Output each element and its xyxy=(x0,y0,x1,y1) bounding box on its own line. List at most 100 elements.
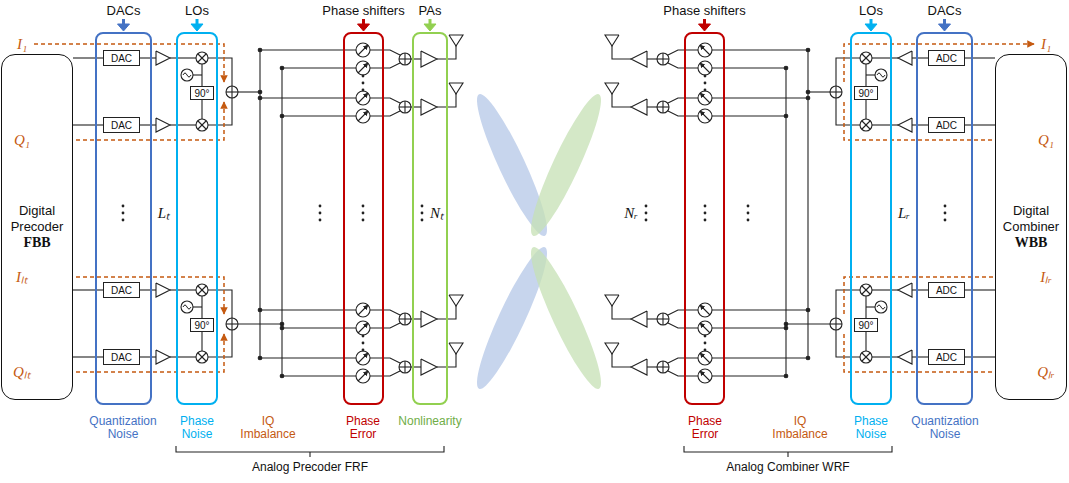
adder-symbol xyxy=(404,101,405,113)
phase-shifter-symbol xyxy=(358,45,368,55)
signal-name: I₁ xyxy=(17,36,27,52)
wire xyxy=(836,330,860,357)
wire xyxy=(912,356,928,357)
wire xyxy=(170,57,196,58)
wire xyxy=(668,358,698,363)
wire xyxy=(193,306,202,307)
mixer-symbol xyxy=(198,353,206,361)
box-label: DAC xyxy=(111,53,132,64)
adder-symbol xyxy=(399,53,411,65)
phase-shift-box: 90° xyxy=(190,86,214,100)
annotation-label: Nonlinearity xyxy=(398,415,461,428)
signal-name: Nₜ xyxy=(430,205,444,221)
wire xyxy=(872,124,898,125)
mixer-symbol xyxy=(198,121,206,129)
junction-dot xyxy=(258,356,262,360)
antenna-symbol xyxy=(605,295,619,306)
signal-connector xyxy=(73,57,103,58)
adder-symbol xyxy=(657,313,669,325)
wire xyxy=(912,289,928,290)
band-heading: LOs xyxy=(185,3,209,18)
signal-name: Iₗᵣ xyxy=(1040,269,1052,285)
header-arrow xyxy=(699,24,711,31)
box-label: ADC xyxy=(936,120,957,131)
mixer-symbol xyxy=(862,54,870,62)
wire xyxy=(170,356,196,357)
phase-shifter-symbol xyxy=(358,93,368,103)
phase-shift-box: 90° xyxy=(854,318,878,332)
junction-dot xyxy=(784,66,788,70)
bracket xyxy=(176,446,444,452)
amplifier-symbol xyxy=(631,311,647,327)
mixer-symbol xyxy=(862,286,870,294)
band-heading: PAs xyxy=(419,3,442,18)
adder-symbol xyxy=(226,318,238,330)
mixer-symbol xyxy=(196,119,208,131)
amplifier-symbol xyxy=(898,118,912,132)
phase-shifter-symbol xyxy=(698,109,712,123)
phase-shifter-symbol xyxy=(700,323,710,333)
adder-symbol xyxy=(399,361,411,373)
converter-box: DAC xyxy=(103,349,140,365)
mixer-symbol xyxy=(862,121,870,129)
oscillator-symbol xyxy=(875,301,887,313)
wire xyxy=(140,57,156,58)
component-band: LOs90°90° xyxy=(176,32,218,405)
ellipsis-dot xyxy=(122,219,125,222)
wire xyxy=(370,63,400,68)
annotation-label: Analog Precoder FRF xyxy=(252,461,368,474)
mixer-symbol xyxy=(196,351,208,363)
ellipsis-dot xyxy=(362,82,365,85)
phase-shifter-symbol xyxy=(356,303,370,317)
oscillator-symbol xyxy=(877,73,885,77)
processor-label: FBB xyxy=(23,235,50,251)
phase-shifter-symbol xyxy=(700,353,710,363)
phase-shifter-symbol xyxy=(700,305,710,315)
wire xyxy=(872,57,898,58)
junction-dot xyxy=(280,114,284,118)
ellipsis-dot xyxy=(704,75,707,78)
wire xyxy=(612,305,631,319)
wire xyxy=(140,124,156,125)
box-label: ADC xyxy=(936,53,957,64)
adder-symbol xyxy=(662,313,663,325)
phase-shifter-symbol xyxy=(358,323,368,333)
wire xyxy=(208,58,232,86)
header-arrow xyxy=(939,24,951,31)
amplifier-symbol xyxy=(631,51,647,67)
header-arrow xyxy=(865,24,877,31)
signal-name: Iₗₜ xyxy=(16,269,28,285)
wire xyxy=(712,357,808,358)
junction-dot xyxy=(806,96,810,100)
signal-connector xyxy=(73,356,103,357)
box-label: 90° xyxy=(194,320,209,331)
component-band: LOs90°90° xyxy=(850,32,892,405)
adder-symbol xyxy=(404,53,405,65)
adder-symbol xyxy=(231,318,232,330)
processor-label: Digital Precoder xyxy=(2,203,72,235)
ellipsis-dot xyxy=(747,212,750,215)
ellipsis-dot xyxy=(122,212,125,215)
wire xyxy=(866,74,875,75)
ellipsis-dot xyxy=(704,219,707,222)
phase-shifter-symbol xyxy=(698,351,712,365)
amplifier-symbol xyxy=(156,350,170,364)
receiver-circuit xyxy=(605,35,1034,383)
ellipsis-dot xyxy=(704,82,707,85)
transmitter-circuit xyxy=(34,35,463,383)
processor-box: Digital PrecoderFBB xyxy=(1,54,73,400)
adder-symbol xyxy=(835,318,836,330)
phase-shifter-symbol xyxy=(700,45,710,55)
phase-shifter-symbol xyxy=(700,111,710,121)
phase-shifter-symbol xyxy=(358,111,368,121)
mixer-symbol xyxy=(198,286,206,294)
signal-connector xyxy=(73,289,103,290)
wire xyxy=(370,323,400,328)
wire xyxy=(170,289,196,290)
beam-lobes xyxy=(467,89,610,394)
ellipsis-dot xyxy=(122,205,125,208)
box-label: DAC xyxy=(111,352,132,363)
mixer-symbol xyxy=(198,54,206,62)
ellipsis-dot xyxy=(704,205,707,208)
